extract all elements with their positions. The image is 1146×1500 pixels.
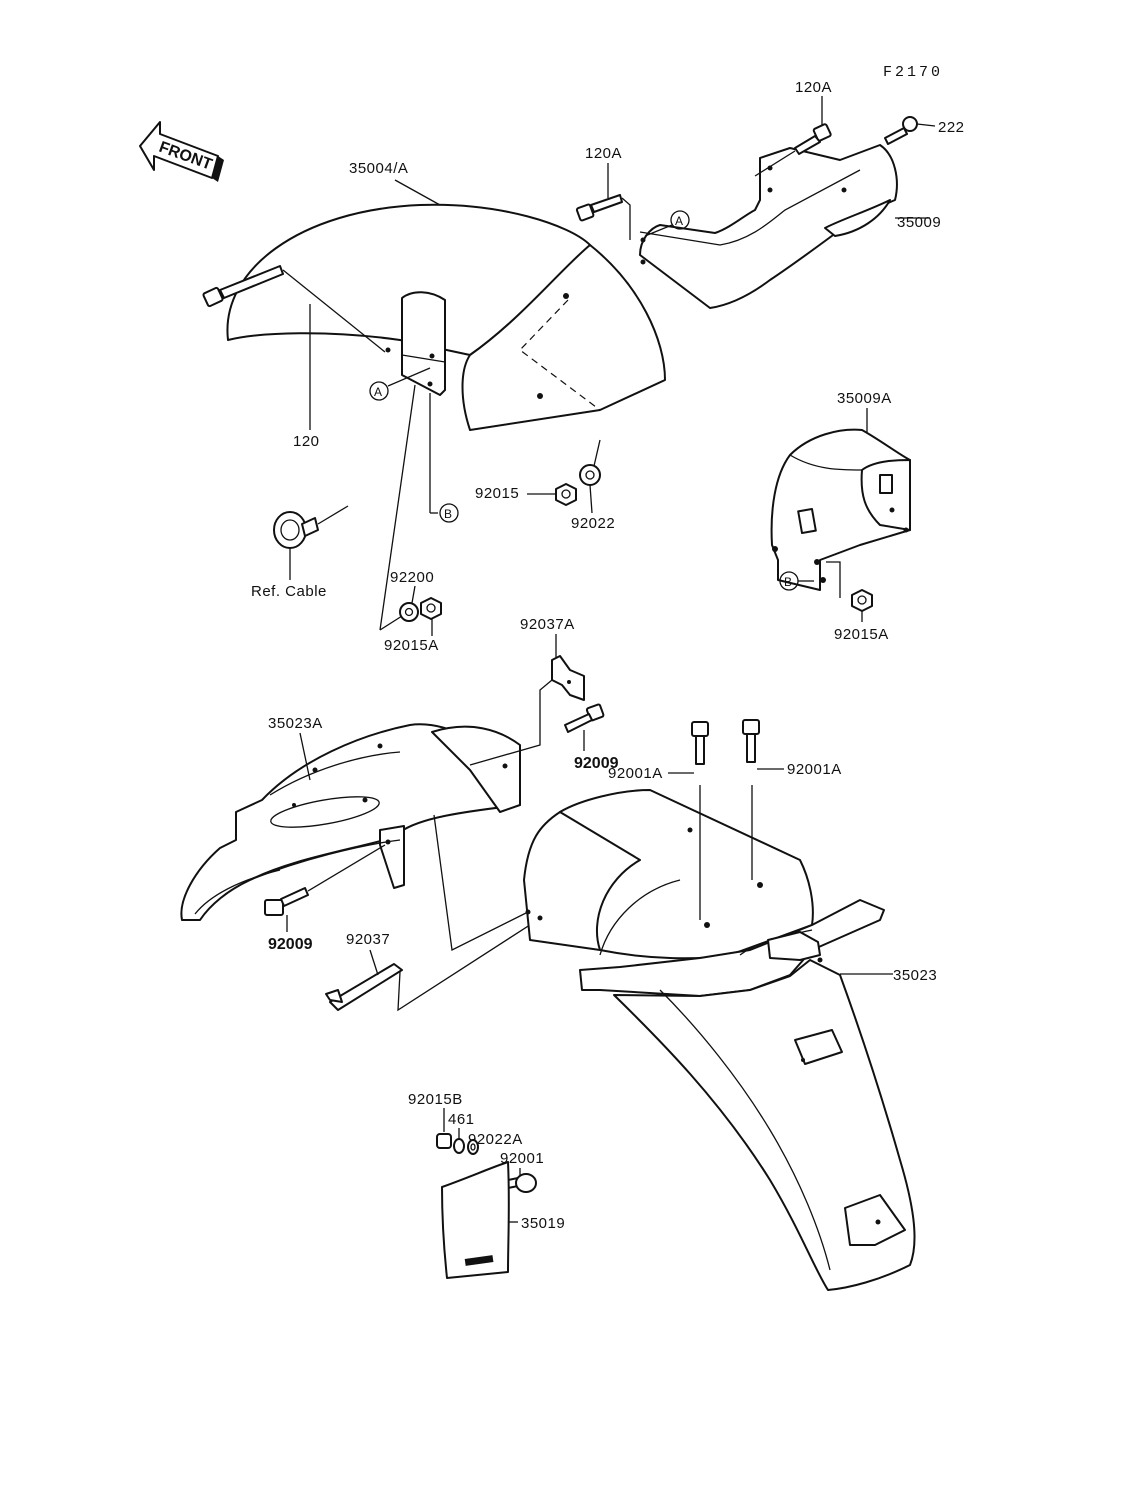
label-92015b: 92015B xyxy=(408,1091,463,1108)
callout-b-left: B xyxy=(439,503,459,523)
label-ref-cable: Ref. Cable xyxy=(251,583,327,600)
cable-grommet-icon xyxy=(273,511,319,549)
bracket-35009 xyxy=(639,144,898,309)
label-92001a-right: 92001A xyxy=(787,761,842,778)
label-120a-mid: 120A xyxy=(585,145,622,162)
label-92037a: 92037A xyxy=(520,616,575,633)
bolt-92001a-left-icon xyxy=(691,721,709,765)
rear-fender-35023 xyxy=(523,789,916,1291)
bolt-92009-bottom-icon xyxy=(264,887,309,916)
washer-92200-icon xyxy=(399,602,419,622)
label-35009: 35009 xyxy=(897,214,941,231)
bolt-92009-top-icon xyxy=(564,703,605,733)
washer-461-icon xyxy=(453,1138,465,1154)
label-35019: 35019 xyxy=(521,1215,565,1232)
label-92001a-left: 92001A xyxy=(608,765,663,782)
nut-92015a-right-icon xyxy=(851,589,873,612)
svg-text:B: B xyxy=(444,507,452,521)
label-92022a: 92022A xyxy=(468,1131,523,1148)
washer-92022a-icon xyxy=(467,1139,479,1155)
bolt-92001a-right-icon xyxy=(742,719,760,763)
washer-92022-icon xyxy=(579,464,601,486)
front-arrow-icon: FRONT xyxy=(139,121,224,182)
label-92037: 92037 xyxy=(346,931,390,948)
label-120a-top: 120A xyxy=(795,79,832,96)
label-222: 222 xyxy=(938,119,965,136)
inner-fender-35023a xyxy=(180,723,521,921)
label-92200: 92200 xyxy=(390,569,434,586)
guard-35009a xyxy=(770,428,911,591)
label-35009a: 35009A xyxy=(837,390,892,407)
label-92015a-right: 92015A xyxy=(834,626,889,643)
label-35023: 35023 xyxy=(893,967,937,984)
screw-92001-icon xyxy=(507,1173,537,1193)
label-92015: 92015 xyxy=(475,485,519,502)
screw-222-icon xyxy=(884,116,918,145)
front-fender xyxy=(226,203,666,431)
label-92022: 92022 xyxy=(571,515,615,532)
bolt-120-icon xyxy=(202,265,284,308)
svg-text:B: B xyxy=(784,575,792,589)
nut-92015a-left-icon xyxy=(420,597,442,620)
clip-92037a-icon xyxy=(551,655,585,701)
label-35023a: 35023A xyxy=(268,715,323,732)
label-92009-top: 92009 xyxy=(574,755,619,772)
label-35004: 35004/A xyxy=(349,160,408,177)
bolt-120a-mid-icon xyxy=(575,194,623,222)
nut-92015b-icon xyxy=(436,1133,452,1149)
svg-text:A: A xyxy=(675,214,683,228)
svg-text:A: A xyxy=(374,385,382,399)
nut-92015-icon xyxy=(555,483,577,506)
label-461: 461 xyxy=(448,1111,475,1128)
callout-a-bracket: A xyxy=(670,210,690,230)
reflector-35019 xyxy=(441,1161,510,1279)
bolt-120a-top-icon xyxy=(794,123,832,155)
label-92015a-left: 92015A xyxy=(384,637,439,654)
figure-code: F2170 xyxy=(883,64,943,81)
label-92009-bottom: 92009 xyxy=(268,936,313,953)
callout-a-fender: A xyxy=(369,381,389,401)
label-120: 120 xyxy=(293,433,320,450)
bracket-92037-icon xyxy=(325,963,403,1011)
label-92001: 92001 xyxy=(500,1150,544,1167)
